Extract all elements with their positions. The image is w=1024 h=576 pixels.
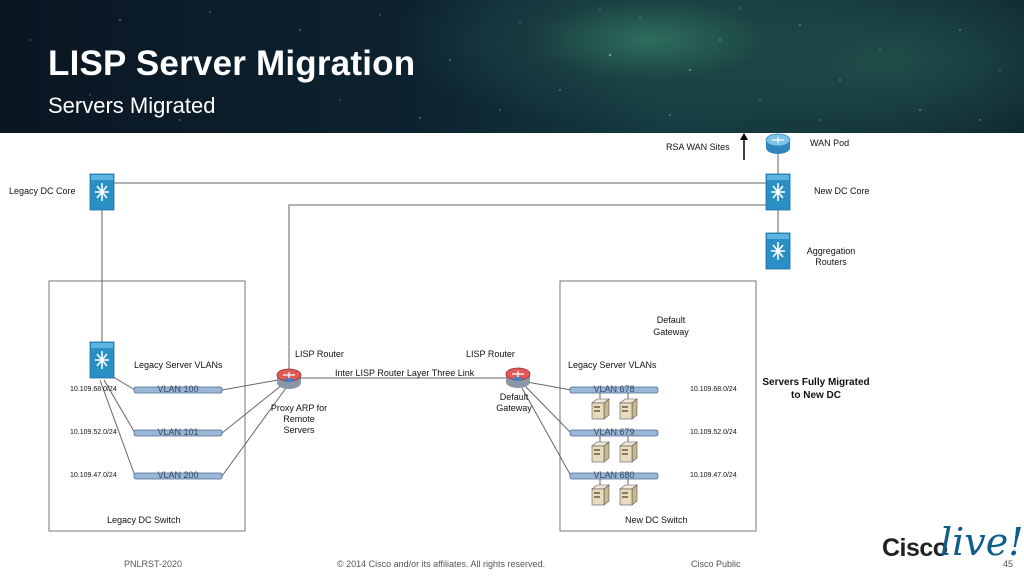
live-logo-text: live! [940,520,1024,564]
legacy-vlan-name: VLAN 101 [157,427,199,437]
server-icon [591,441,610,463]
new-vlan-bar [569,472,659,480]
legacy-vlan-bar [133,472,223,480]
legacy-vlan-name: VLAN 100 [157,384,199,394]
legacy-subnet-label: 10.109.52.0/24 [70,429,117,436]
server-icon [591,484,610,506]
new-vlan-name: VLAN 680 [593,470,635,480]
legacy-dc-core-switch-icon [89,173,115,211]
aggregation-routers-label: Aggregation Routers [806,246,856,267]
page-number: 45 [1003,559,1014,569]
lisp-router-right-label: LISP Router [466,349,515,359]
rsa-wan-sites-label: RSA WAN Sites [666,142,730,152]
default-gateway-router-label: Default Gateway [496,392,532,413]
cisco-logo-text: Cisco [882,534,948,562]
server-icon [591,398,610,420]
legacy-dc-switch-label: Legacy DC Switch [107,515,181,525]
server-icon [619,398,638,420]
new-subnet-label: 10.109.47.0/24 [690,472,737,479]
page-subtitle: Servers Migrated [48,93,216,118]
legacy-server-vlans-left-label: Legacy Server VLANs [134,360,223,370]
new-vlan-name: VLAN 679 [593,427,635,437]
lisp-router-left-label: LISP Router [295,349,344,359]
server-icon [619,484,638,506]
new-dc-box [559,280,757,532]
wan-pod-router-icon [765,133,791,155]
lisp-router-left-icon [276,368,302,390]
legacy-vlan-name: VLAN 200 [157,470,199,480]
legacy-dc-switch-icon [89,341,115,379]
new-dc-core-label: New DC Core [814,186,870,196]
page-title: LISP Server Migration [48,44,416,83]
inter-lisp-link-label: Inter LISP Router Layer Three Link [335,368,475,378]
servers-fully-migrated-label: Servers Fully Migrated to New DC [762,377,870,401]
default-gateway-top-label: Default Gateway [653,315,689,337]
server-icon [619,441,638,463]
new-subnet-label: 10.109.68.0/24 [690,386,737,393]
legacy-subnet-label: 10.109.68.0/24 [70,386,117,393]
header-banner: LISP Server Migration Servers Migrated [0,0,1024,133]
wan-pod-label: WAN Pod [810,138,850,148]
rsa-arrowhead [740,133,748,140]
new-vlan-bar [569,429,659,437]
new-vlan-bar [569,386,659,394]
footer-code: PNLRST-2020 [124,559,183,569]
new-subnet-label: 10.109.52.0/24 [690,429,737,436]
legacy-vlan-bar [133,386,223,394]
proxy-arp-label: Proxy ARP for Remote Servers [270,403,328,435]
aggregation-router-switch-icon [765,232,791,270]
legacy-server-vlans-right-label: Legacy Server VLANs [568,360,657,370]
new-dc-switch-label: New DC Switch [625,515,688,525]
legacy-subnet-label: 10.109.47.0/24 [70,472,117,479]
new-vlan-name: VLAN 678 [593,384,635,394]
legacy-dc-core-label: Legacy DC Core [9,186,76,196]
lisp-router-right-icon [505,367,531,389]
footer-classification: Cisco Public [691,559,741,569]
footer-copyright: © 2014 Cisco and/or its affiliates. All … [337,559,546,569]
new-dc-core-switch-icon [765,173,791,211]
lisp-router-uplink [288,204,778,372]
legacy-dc-box [48,280,246,532]
legacy-vlan-bar [133,429,223,437]
starfield-background [29,7,1001,121]
